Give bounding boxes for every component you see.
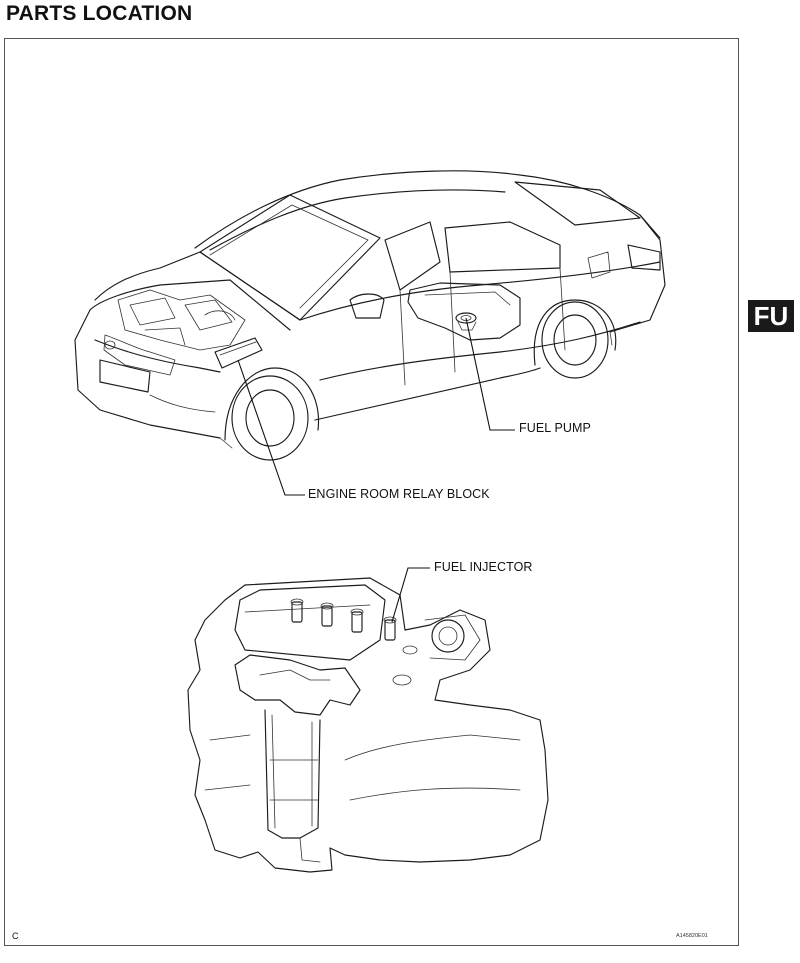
section-tab[interactable]: FU [748, 300, 794, 332]
relay-block-leader [237, 359, 305, 496]
engine-room-relay-block-label: ENGINE ROOM RELAY BLOCK [308, 487, 490, 501]
vehicle-illustration [74, 170, 666, 461]
fuel-pump-label: FUEL PUMP [519, 421, 591, 435]
page-title: PARTS LOCATION [6, 2, 193, 25]
fuel-injector-leader [391, 567, 430, 623]
figure-id: A145820E01 [676, 933, 708, 939]
fuel-injector-label: FUEL INJECTOR [434, 560, 533, 574]
engine-illustration [187, 577, 549, 873]
corner-mark: C [12, 931, 19, 941]
diagram-frame [4, 38, 739, 946]
fuel-pump-leader [465, 317, 515, 431]
